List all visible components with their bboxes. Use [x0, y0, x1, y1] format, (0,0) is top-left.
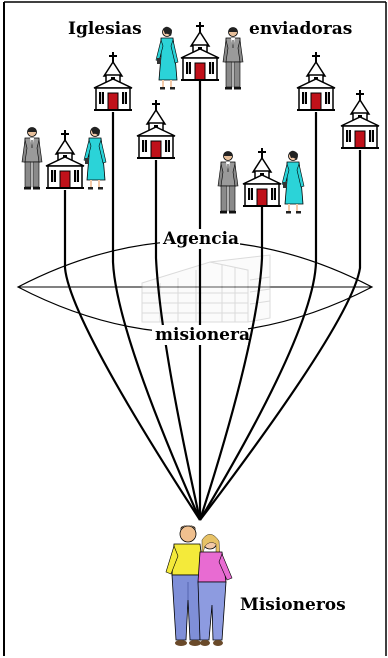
- connector-1: [63, 190, 201, 521]
- label-iglesias: Iglesias: [68, 19, 142, 39]
- label-misioneros: Misioneros: [240, 595, 346, 615]
- church-icon: [136, 99, 176, 159]
- missionaries-icon: [165, 525, 233, 646]
- man-icon: [21, 127, 43, 190]
- church-icon: [93, 51, 133, 111]
- connector-6: [199, 112, 318, 521]
- woman-icon: [83, 125, 107, 191]
- label-misionera: misionera: [155, 325, 250, 345]
- connector-3: [154, 160, 202, 521]
- church-icon: [45, 129, 85, 189]
- connector-7: [199, 150, 362, 521]
- woman-icon: [155, 25, 179, 91]
- agency-label-bg: [160, 229, 240, 249]
- church-icon: [340, 89, 380, 149]
- label-enviadoras: enviadoras: [249, 19, 352, 39]
- connector-2: [111, 112, 202, 521]
- church-icon: [180, 21, 220, 81]
- connection-lines: [63, 80, 362, 521]
- church-icon: [296, 51, 336, 111]
- woman-icon: [281, 149, 305, 215]
- church-icon: [242, 147, 282, 207]
- man-icon: [217, 151, 239, 214]
- man-icon: [222, 27, 244, 90]
- agency-label-bg-bottom: [152, 325, 248, 345]
- label-agencia: Agencia: [162, 229, 239, 249]
- connector-5: [198, 207, 264, 521]
